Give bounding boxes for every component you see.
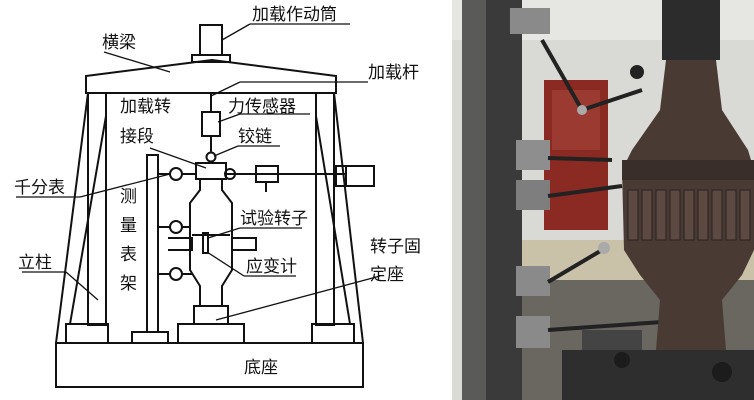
- crossbeam-shape: [85, 58, 337, 94]
- label-column: 立柱: [18, 253, 52, 273]
- left-column-foot: [65, 323, 109, 344]
- base-block: [55, 342, 364, 388]
- label-base: 底座: [244, 358, 278, 378]
- gauge-stand-foot: [131, 331, 169, 344]
- label-force-sensor: 力传感器: [228, 97, 296, 117]
- label-adapter-1: 加载转: [120, 97, 171, 117]
- label-strain-gauge: 应变计: [246, 257, 297, 277]
- label-gauge-stand-2: 量: [120, 216, 137, 236]
- label-gauge-stand-3: 表: [120, 245, 137, 265]
- hinge-circle: [205, 151, 217, 163]
- actuator-mount: [191, 54, 231, 63]
- test-rotor-body: [189, 178, 233, 307]
- right-column-foot: [311, 323, 355, 344]
- label-actuator: 加载作动筒: [252, 5, 337, 25]
- label-rotor-mount-1: 转子固: [370, 237, 421, 257]
- schematic-diagram: 加载作动筒 横梁 加载杆 加载转 接段 力传感器 铰链 千分表 测 量 表 架 …: [14, 5, 421, 388]
- force-sensor-box: [201, 111, 221, 137]
- label-rotor-mount-2: 定座: [370, 265, 404, 285]
- label-dial-gauge: 千分表: [14, 178, 65, 198]
- label-gauge-stand-4: 架: [120, 274, 137, 294]
- rotor-mount-block: [193, 305, 229, 325]
- label-adapter-2: 接段: [120, 127, 154, 147]
- label-gauge-stand-1: 测: [120, 187, 137, 207]
- label-test-rotor: 试验转子: [240, 209, 308, 229]
- test-rig-photo: [452, 0, 754, 400]
- gauge-stand-post: [146, 154, 159, 333]
- rotor-mount-base: [177, 323, 245, 344]
- actuator-cylinder: [199, 24, 223, 56]
- label-crossbeam: 横梁: [102, 33, 136, 53]
- label-hinge: 铰链: [238, 127, 272, 147]
- label-loading-rod: 加载杆: [368, 63, 419, 83]
